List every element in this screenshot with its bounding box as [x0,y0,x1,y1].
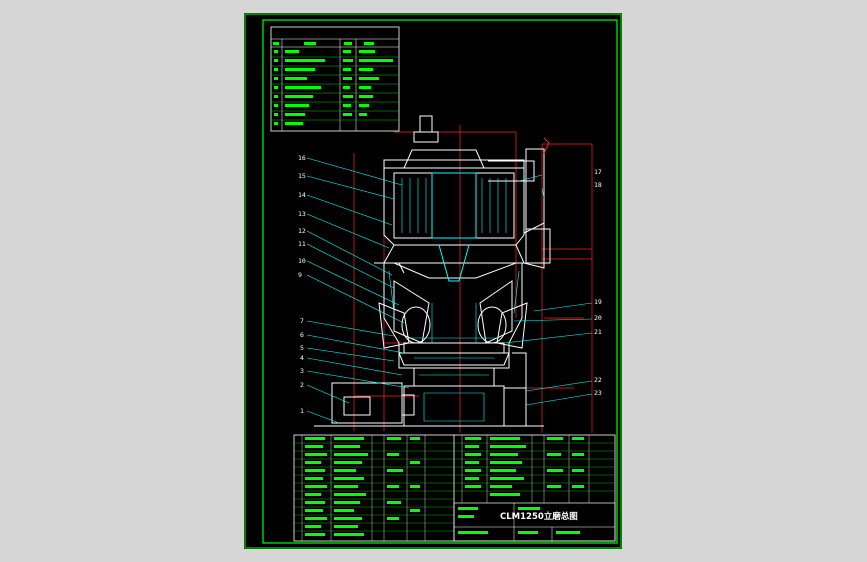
leader-lines-right [503,174,593,406]
balloon-11: 11 [298,240,306,248]
balloon-13: 13 [298,210,306,218]
outer-border [244,13,622,549]
balloon-16: 16 [298,154,306,162]
drawing-sheet: 16 15 14 13 12 11 10 9 7 6 5 4 3 2 1 17 … [244,13,622,549]
balloon-19: 19 [594,298,602,306]
balloon-3: 3 [300,367,304,375]
balloon-9: 9 [298,271,302,279]
bill-of-materials: CLM1250立磨总图 [293,434,616,542]
balloon-1: 1 [300,407,304,415]
balloon-6: 6 [300,331,304,339]
balloons-left: 16 15 14 13 12 11 10 9 7 6 5 4 3 2 1 [298,154,306,415]
mill-assembly-drawing: 16 15 14 13 12 11 10 9 7 6 5 4 3 2 1 17 … [244,13,622,549]
balloon-10: 10 [298,257,306,265]
inner-border [262,19,618,544]
balloon-4: 4 [300,354,304,362]
balloon-17: 17 [594,168,602,176]
internal-details [388,178,520,422]
balloon-15: 15 [298,172,306,180]
balloon-20: 20 [594,314,602,322]
drawing-title: CLM1250立磨总图 [500,511,578,522]
balloon-23: 23 [594,389,602,397]
balloon-22: 22 [594,376,602,384]
balloon-14: 14 [298,191,306,199]
balloon-18: 18 [594,181,602,189]
parameter-table [270,26,400,132]
leader-lines-left [306,157,410,424]
balloon-7: 7 [300,317,304,325]
balloon-21: 21 [594,328,602,336]
balloon-12: 12 [298,227,306,235]
mill-body [314,115,551,427]
balloons-right: 17 18 19 20 21 22 23 [594,168,602,397]
balloon-2: 2 [300,381,304,389]
balloon-5: 5 [300,344,304,352]
